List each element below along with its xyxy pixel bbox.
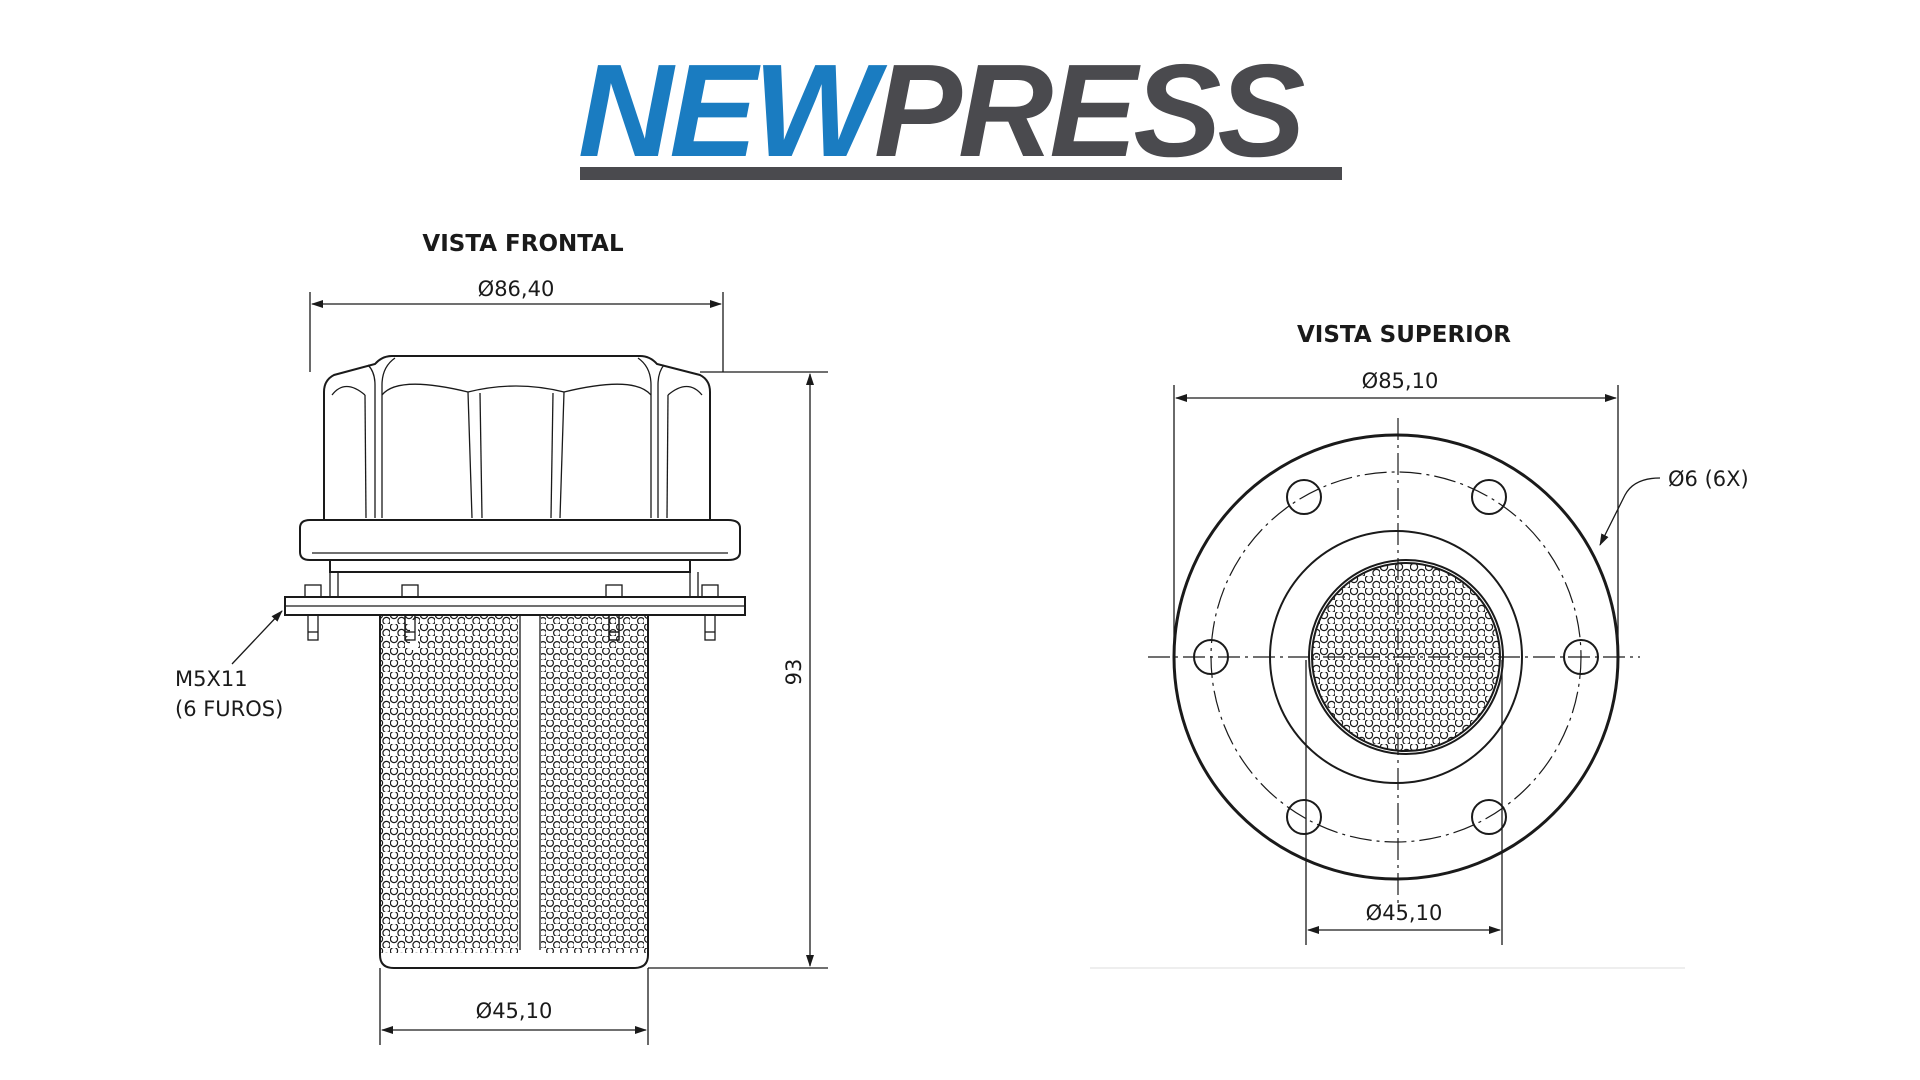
top-dim-bottom: Ø45,10 [1305, 660, 1503, 945]
holes-callout-label: Ø6 (6X) [1668, 467, 1749, 491]
inner-ring-inner [1308, 559, 1504, 755]
front-dim-height-label: 93 [782, 659, 806, 686]
inner-ring-outer [1269, 530, 1523, 784]
logo-word: NEWPRESS [578, 37, 1304, 184]
holes-callout: Ø6 (6X) [1599, 467, 1749, 546]
top-view-title: VISTA SUPERIOR [1297, 322, 1511, 348]
front-dim-top: Ø86,40 [309, 277, 724, 372]
logo-part-new: NEW [578, 37, 887, 184]
top-dim-top-label: Ø85,10 [1362, 369, 1439, 393]
outer-flange-circle [1172, 433, 1620, 881]
front-view-title: VISTA FRONTAL [422, 231, 624, 257]
callout-line-1: M5X11 [175, 667, 248, 691]
top-dim-top: Ø85,10 [1173, 369, 1619, 645]
bolt-callout: M5X11 (6 FUROS) [175, 610, 283, 721]
top-dim-bottom-label: Ø45,10 [1366, 901, 1443, 925]
front-dim-top-label: Ø86,40 [478, 277, 555, 301]
top-view: VISTA SUPERIOR Ø85,10 [1090, 322, 1749, 969]
front-dim-height: 93 [648, 371, 828, 969]
callout-line-2: (6 FUROS) [175, 697, 283, 721]
bolt-holes [1193, 479, 1599, 835]
logo-underline-bar [580, 167, 1342, 180]
front-view: VISTA FRONTAL Ø86,40 [175, 231, 828, 1045]
cap [299, 355, 741, 597]
bolt-circle [1210, 471, 1582, 843]
flange [284, 596, 746, 616]
brand-logo: NEWPRESS [578, 37, 1342, 184]
mesh-disc [1311, 562, 1501, 752]
front-dim-bottom-label: Ø45,10 [476, 999, 553, 1023]
strainer-basket [379, 614, 649, 969]
front-dim-bottom: Ø45,10 [379, 968, 649, 1045]
logo-part-press: PRESS [874, 37, 1304, 184]
